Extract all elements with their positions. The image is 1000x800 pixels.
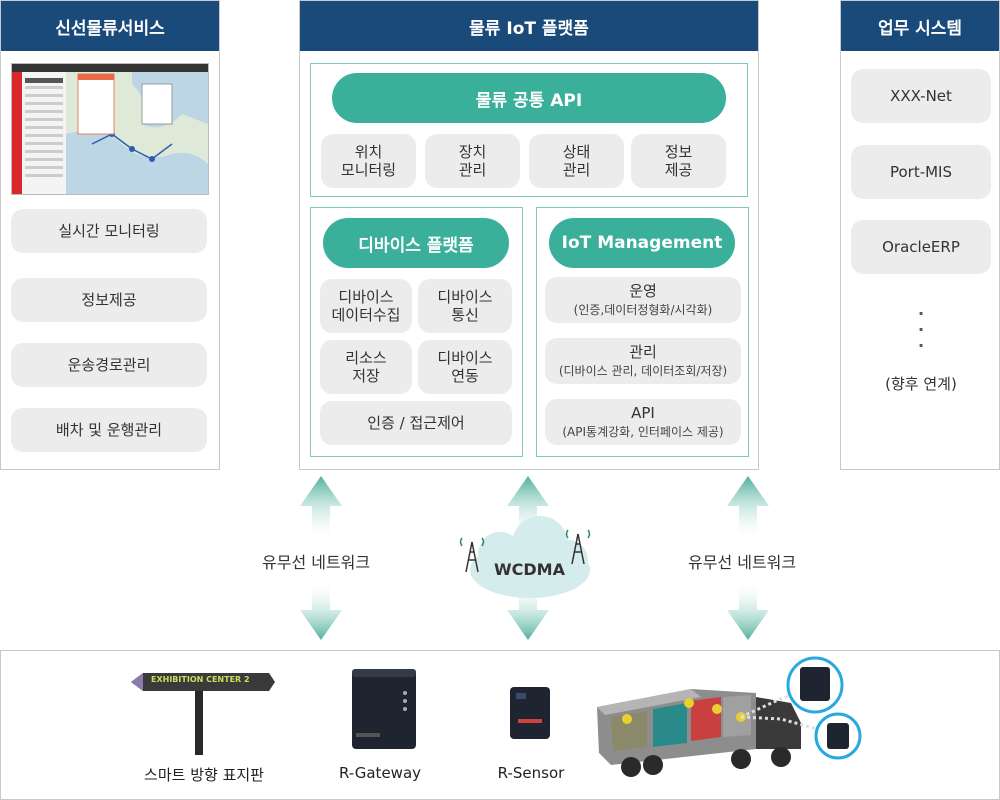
left-antenna-icon bbox=[459, 537, 485, 573]
resource-storage: 리소스 저장 bbox=[320, 340, 412, 394]
api-item-info-provision: 정보 제공 bbox=[631, 134, 726, 188]
center-panel: 물류 IoT 플랫폼 물류 공통 API 위치 모니터링 장치 관리 상태 관리… bbox=[299, 0, 759, 470]
device-platform-title: 디바이스 플랫폼 bbox=[323, 218, 509, 268]
right-antenna-icon bbox=[565, 529, 591, 565]
devices-panel: EXHIBITION CENTER 2 스마트 방향 표지 bbox=[0, 650, 1000, 800]
iot-api: API (API통계강화, 인터페이스 제공) bbox=[545, 399, 741, 445]
api-item-status-management: 상태 관리 bbox=[529, 134, 624, 188]
api-item-location-monitoring: 위치 모니터링 bbox=[321, 134, 416, 188]
left-panel-title: 신선물류서비스 bbox=[1, 1, 219, 51]
left-item-route-management: 운송경로관리 bbox=[11, 343, 207, 387]
iot-operation: 운영 (인증,데이터정형화/시각화) bbox=[545, 277, 741, 323]
map-screenshot bbox=[11, 63, 209, 195]
center-network-arrow bbox=[507, 476, 549, 640]
iot-management-title: IoT Management bbox=[549, 218, 735, 268]
smart-sign-label: 스마트 방향 표지판 bbox=[144, 766, 264, 784]
iot-management-item: 관리 (디바이스 관리, 데이터조회/저장) bbox=[545, 338, 741, 384]
cloud-icon bbox=[470, 516, 590, 598]
left-network-label: 유무선 네트워크 bbox=[262, 553, 371, 572]
right-network-arrow bbox=[727, 476, 769, 640]
sensor-device-icon bbox=[510, 687, 550, 739]
system-port-mis: Port-MIS bbox=[851, 145, 991, 199]
iot-management-box bbox=[536, 207, 749, 457]
gateway-bubble-icon bbox=[786, 656, 844, 714]
device-communication: 디바이스 통신 bbox=[418, 279, 512, 333]
device-platform-box bbox=[310, 207, 523, 457]
truck-illustration bbox=[597, 687, 818, 777]
system-xxx-net: XXX-Net bbox=[851, 69, 991, 123]
right-network-label: 유무선 네트워크 bbox=[688, 553, 797, 572]
left-panel: 신선물류서비스 실시간 모니터링 bbox=[0, 0, 220, 470]
smart-sign-icon bbox=[131, 673, 275, 755]
center-panel-title: 물류 IoT 플랫폼 bbox=[300, 1, 758, 51]
left-item-realtime-monitoring: 실시간 모니터링 bbox=[11, 209, 207, 253]
device-data-collection: 디바이스 데이터수집 bbox=[320, 279, 412, 333]
left-item-info-provision: 정보제공 bbox=[11, 278, 207, 322]
smart-sign-text: EXHIBITION CENTER 2 bbox=[151, 675, 250, 684]
left-network-arrow bbox=[300, 476, 342, 640]
r-gateway-label: R-Gateway bbox=[338, 764, 422, 782]
auth-access-control: 인증 / 접근제어 bbox=[320, 401, 512, 445]
device-integration: 디바이스 연동 bbox=[418, 340, 512, 394]
right-panel: 업무 시스템 XXX-Net Port-MIS OracleERP · · · … bbox=[840, 0, 1000, 470]
ellipsis-dots: · · · bbox=[917, 304, 925, 355]
common-api-title: 물류 공통 API bbox=[332, 73, 726, 123]
r-sensor-label: R-Sensor bbox=[497, 764, 565, 782]
wcdma-label: WCDMA bbox=[494, 560, 565, 579]
future-integration-label: (향후 연계) bbox=[885, 375, 957, 393]
api-box bbox=[310, 63, 748, 197]
system-oracle-erp: OracleERP bbox=[851, 220, 991, 274]
gateway-device-icon bbox=[352, 669, 416, 749]
sensor-bubble-icon bbox=[814, 712, 862, 760]
right-panel-title: 업무 시스템 bbox=[841, 1, 999, 51]
left-item-dispatch-management: 배차 및 운행관리 bbox=[11, 408, 207, 452]
network-arrows bbox=[300, 476, 769, 640]
api-item-device-management: 장치 관리 bbox=[425, 134, 520, 188]
